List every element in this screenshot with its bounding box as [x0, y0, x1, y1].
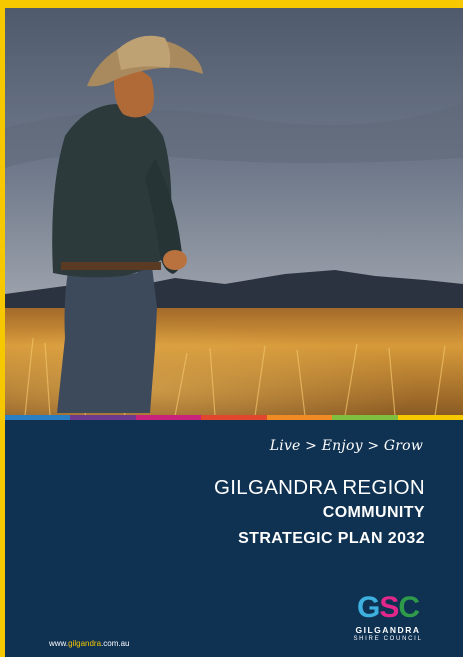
- logo-letter-c: C: [398, 591, 420, 624]
- cover-photo-illustration: [5, 8, 463, 416]
- title-strategic-plan: STRATEGIC PLAN 2032: [238, 530, 425, 547]
- tagline: Live > Enjoy > Grow: [269, 438, 423, 454]
- title-region: GILGANDRA REGION: [214, 476, 425, 499]
- stripe-segment: [332, 415, 398, 420]
- stripe-segment: [266, 415, 333, 420]
- logo-mark: GSC: [351, 592, 425, 624]
- stripe-segment: [201, 415, 267, 420]
- stripe-segment: [70, 415, 136, 420]
- title-community: COMMUNITY: [322, 504, 425, 521]
- color-stripe: [5, 415, 463, 420]
- stripe-segment: [397, 415, 463, 420]
- logo-letter-g: G: [356, 591, 380, 624]
- stripe-segment: [5, 415, 71, 420]
- website-highlight: gilgandra: [68, 639, 102, 648]
- logo-name: GILGANDRA: [355, 625, 421, 635]
- website-suffix: .com.au: [101, 639, 130, 648]
- website-prefix: www.: [49, 639, 69, 648]
- gsc-logo: GSC GILGANDRA SHIRE COUNCIL: [351, 592, 425, 643]
- cover-panel: Live > Enjoy > Grow GILGANDRA REGION COM…: [5, 8, 463, 657]
- stripe-segment: [135, 415, 202, 420]
- logo-letter-s: S: [379, 591, 399, 624]
- website-link[interactable]: www.gilgandra.com.au: [49, 639, 130, 648]
- title-panel: Live > Enjoy > Grow GILGANDRA REGION COM…: [5, 420, 463, 657]
- logo-subtitle: SHIRE COUNCIL: [353, 636, 423, 642]
- farmer-wheat-field-photo: [5, 8, 463, 416]
